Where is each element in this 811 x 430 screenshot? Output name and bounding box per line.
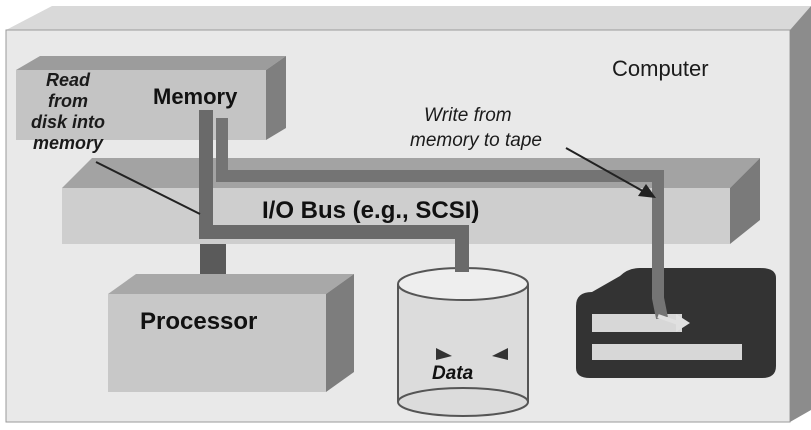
processor-box-side <box>326 274 354 392</box>
io-bus-label: I/O Bus (e.g., SCSI) <box>262 197 479 225</box>
read-annotation: Read from disk into memory <box>14 70 122 154</box>
processor-label: Processor <box>140 308 257 336</box>
write-annotation-line: memory to tape <box>410 128 580 153</box>
disk-top <box>398 268 528 300</box>
read-annotation-line: from <box>14 91 122 112</box>
read-annotation-line: memory <box>14 133 122 154</box>
disk-bottom <box>398 388 528 416</box>
memory-label: Memory <box>153 84 237 110</box>
write-annotation-line: Write from <box>410 103 580 128</box>
tape-slot-upper <box>592 314 682 332</box>
read-annotation-line: Read <box>14 70 122 91</box>
processor-box-top <box>108 274 354 294</box>
memory-box-side <box>266 56 286 140</box>
computer-box-top <box>6 6 811 30</box>
computer-box-side <box>790 6 811 422</box>
tape-slot-lower <box>592 344 742 360</box>
memory-box-top <box>16 56 286 70</box>
computer-label: Computer <box>612 56 709 82</box>
disk-data-label: Data <box>432 363 473 385</box>
write-annotation: Write from memory to tape <box>410 103 580 153</box>
read-annotation-line: disk into <box>14 112 122 133</box>
